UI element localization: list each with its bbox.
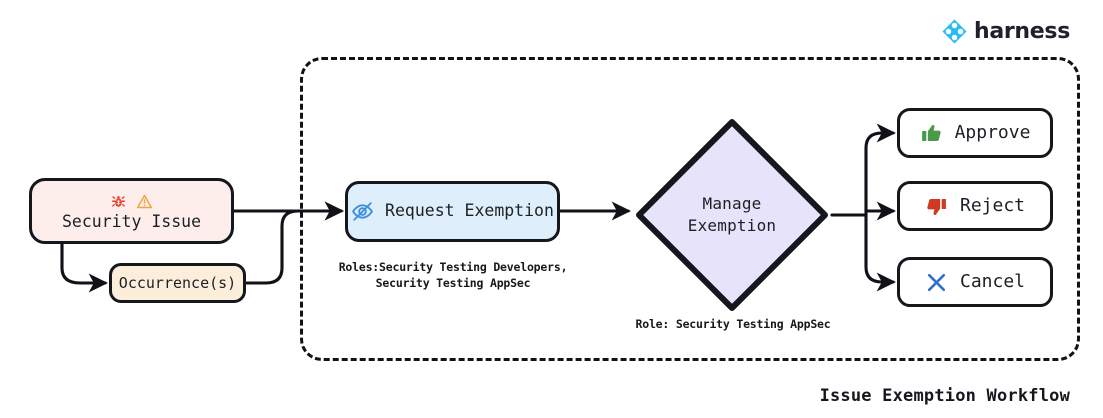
node-manage-exemption[interactable]: Manage Exemption — [632, 115, 832, 315]
wire-security-to-occurrence — [60, 242, 108, 293]
node-occurrence[interactable]: Occurrence(s) — [109, 263, 246, 303]
node-approve[interactable]: Approve — [897, 108, 1053, 158]
node-request-exemption[interactable]: Request Exemption — [345, 181, 560, 242]
diagram-caption: Issue Exemption Workflow — [819, 386, 1070, 406]
request-exemption-label: Request Exemption — [385, 201, 554, 221]
harness-wordmark: harness — [973, 18, 1070, 44]
manage-exemption-line1: Manage — [702, 193, 762, 213]
cross-x-icon — [927, 273, 946, 291]
warning-triangle-icon — [136, 194, 153, 209]
exemption-workflow-lane — [300, 57, 1080, 361]
occurrence-label: Occurrence(s) — [118, 273, 237, 292]
thumbs-up-icon — [921, 124, 941, 141]
approve-label: Approve — [954, 121, 1031, 143]
harness-diamond-logo-icon — [942, 19, 967, 44]
node-security-issue[interactable]: Security Issue — [29, 178, 234, 244]
node-cancel[interactable]: Cancel — [897, 257, 1053, 307]
request-exemption-roles-note: Roles:Security Testing Developers, Secur… — [338, 260, 568, 291]
harness-logo: harness — [942, 19, 1070, 44]
manage-exemption-label: Manage Exemption — [632, 115, 832, 315]
reject-label: Reject — [959, 194, 1026, 216]
diamond-shape — [636, 119, 828, 311]
security-issue-label: Security Issue — [61, 212, 202, 232]
thumbs-down-icon — [927, 198, 946, 215]
cancel-label: Cancel — [959, 270, 1026, 292]
eye-off-icon — [352, 202, 373, 221]
manage-exemption-line2: Exemption — [687, 216, 777, 235]
node-reject[interactable]: Reject — [897, 181, 1053, 231]
bug-icon — [111, 196, 126, 208]
security-issue-icons — [110, 192, 153, 211]
manage-exemption-role-note: Role: Security Testing AppSec — [635, 317, 831, 331]
